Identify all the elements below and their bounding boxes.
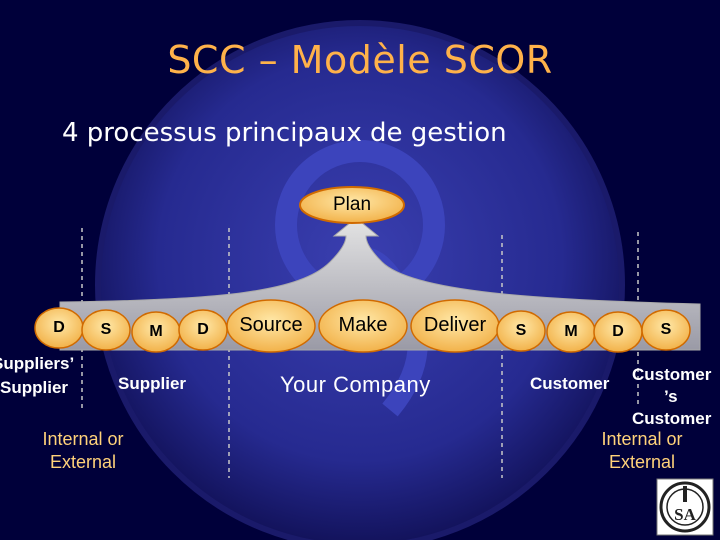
node-label: M [149,323,163,340]
plan-label: Plan [332,194,372,215]
node-source [226,299,316,353]
node-label: D [197,321,209,338]
internal-external-line: External [608,452,676,472]
customers-customer-line: Customer [632,409,712,428]
node-customer-s1 [496,310,546,352]
supplier-internal-external: Internal or External [20,428,146,474]
internal-external-line: Internal or [601,429,683,449]
suppliers-supplier-line: Supplier [0,378,69,397]
internal-external-line: External [49,452,117,472]
customers-customer-label: Customer ’s Customer [630,364,720,430]
node-label: S [515,322,527,339]
logo: SA [656,478,714,536]
customers-customer-line: Customer [632,365,712,384]
process-label-deliver: Deliver [423,314,487,336]
node-label: M [564,323,578,340]
suppliers-supplier-line: Suppliers’ [0,354,75,373]
process-label-source: Source [239,314,303,336]
node-make [318,299,408,353]
node-supplier-s [81,309,131,351]
internal-external-line: Internal or [42,429,124,449]
process-label-make: Make [338,314,388,336]
customer-internal-external: Internal or External [580,428,704,474]
suppliers-supplier-label: Suppliers’ Supplier [0,352,74,400]
logo-text: SA [674,505,696,524]
company-label: Your Company [280,372,431,397]
customer-label: Customer [530,374,610,393]
node-label: D [53,319,65,336]
node-label: S [660,321,672,338]
supplier-label: Supplier [118,374,187,393]
customers-customer-line: ’s [664,387,678,406]
node-customer-s2 [641,309,691,351]
page-subtitle: 4 processus principaux de gestion [62,118,507,148]
node-label: S [100,321,112,338]
node-label: D [612,323,624,340]
page-title: SCC – Modèle SCOR [167,38,553,82]
plan-oval [299,186,405,224]
